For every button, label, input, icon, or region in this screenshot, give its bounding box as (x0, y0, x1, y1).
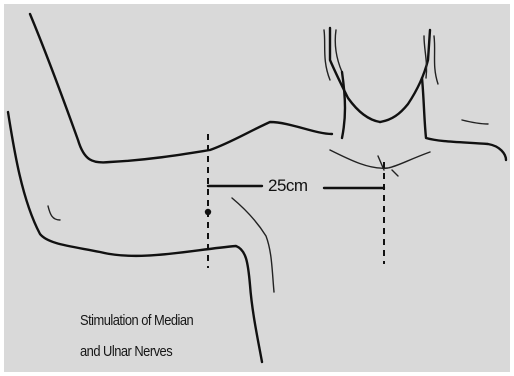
distance-label: 25cm (266, 176, 310, 196)
caption-line-1: Stimulation of Median (80, 312, 193, 330)
stimulation-point (205, 209, 211, 215)
caption-line-2: and Ulnar Nerves (80, 343, 172, 361)
